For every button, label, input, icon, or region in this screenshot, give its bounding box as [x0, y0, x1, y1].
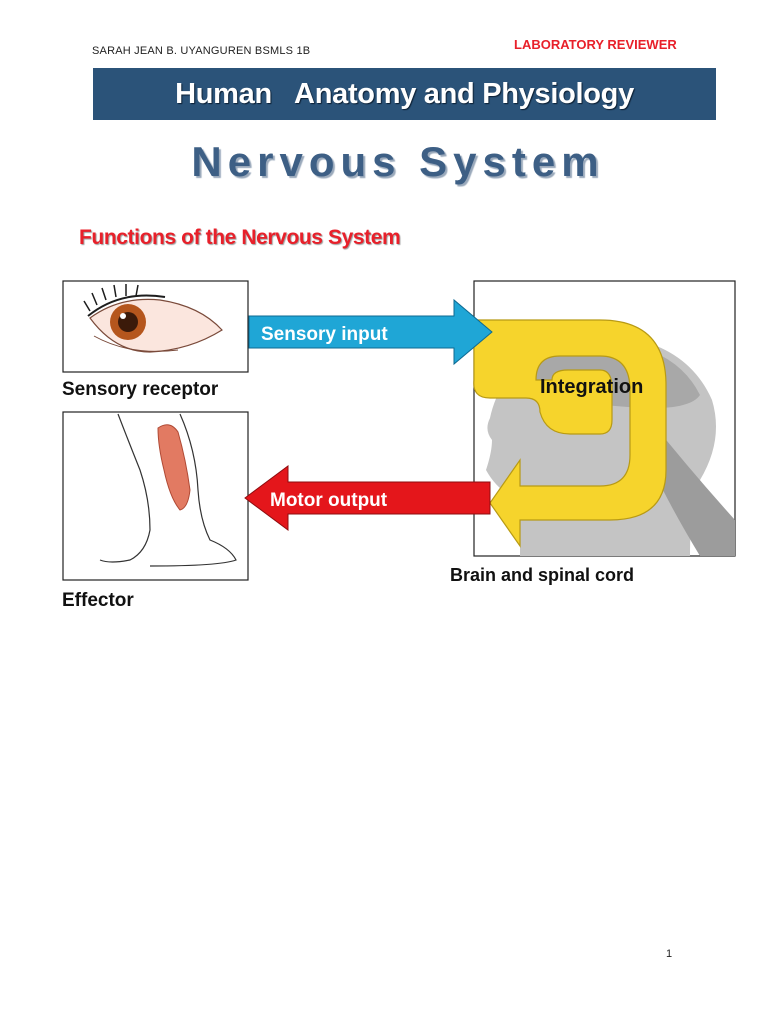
integration-label: Integration: [540, 376, 643, 398]
sensory-arrow: [248, 298, 493, 366]
page-number: 1: [666, 948, 673, 960]
brain-spinal-label: Brain and spinal cord: [450, 565, 634, 585]
reviewer-tag: LABORATORY REVIEWER: [514, 37, 677, 52]
effector-label: Effector: [62, 590, 134, 611]
leg-icon: [99, 413, 237, 567]
integration-arrow: [473, 319, 667, 548]
muscle-icon: [157, 424, 191, 511]
motor-arrow: [244, 465, 491, 531]
author-line: SARAH JEAN B. UYANGUREN BSMLS 1B: [92, 45, 311, 57]
banner-title: Human Anatomy and Physiology: [93, 68, 716, 120]
sensory-input-label: Sensory input: [261, 324, 388, 345]
leg-box: [62, 411, 249, 581]
motor-output-label: Motor output: [270, 490, 388, 511]
eye-icon: [83, 284, 223, 353]
sensory-receptor-label: Sensory receptor: [62, 379, 219, 400]
subtitle: Functions of the Nervous System: [79, 226, 401, 249]
nervous-system-diagram: Sensory input Motor output Integration S…: [62, 280, 736, 611]
section-title: Nervous System: [191, 138, 605, 185]
